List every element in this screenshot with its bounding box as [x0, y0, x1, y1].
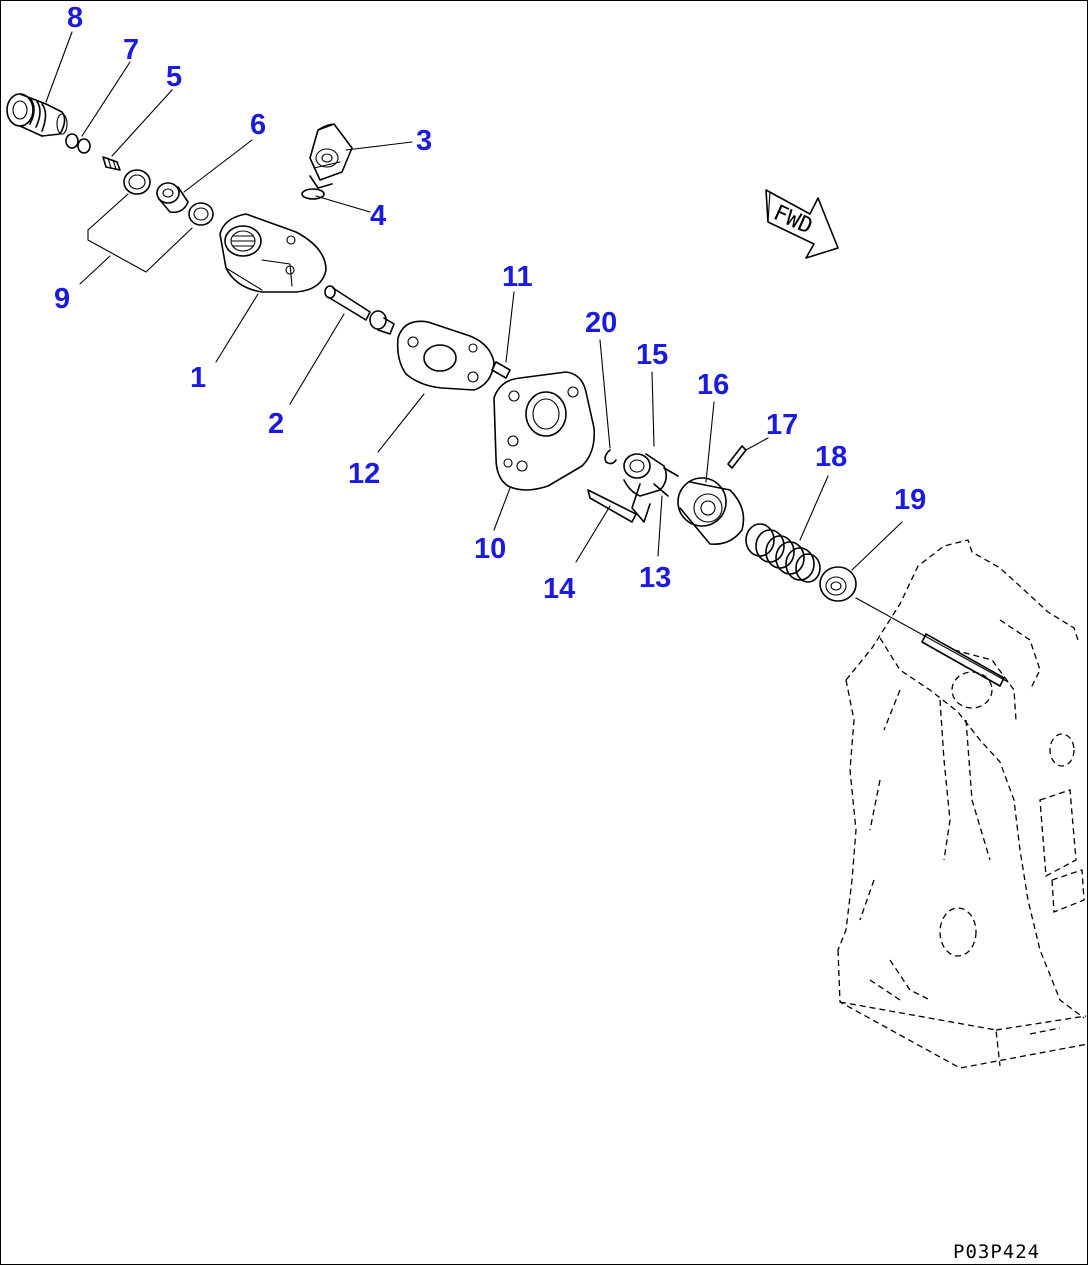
callout-4: 4: [370, 200, 386, 232]
engine-housing: [837, 539, 1089, 1069]
callout-19: 19: [894, 484, 926, 516]
part-11-pin: [491, 361, 511, 379]
part-14-pin: [587, 489, 637, 523]
part-12-gasket: [396, 320, 495, 391]
callout-18: 18: [815, 441, 847, 473]
part-10-plate: [493, 371, 596, 491]
callout-10: 10: [474, 533, 506, 565]
part-8-fitting: [6, 93, 68, 137]
callout-6: 6: [250, 109, 266, 141]
part-6-plug: [156, 182, 189, 214]
callout-9: 9: [54, 283, 70, 315]
part-2-spool: [324, 285, 395, 335]
callout-labels: 8 7 5 6 3 4 9 1 2 12 11 10 20 15 16 17 1…: [54, 2, 926, 605]
part-4-oring: [301, 188, 325, 200]
reference-code: P03P424: [953, 1241, 1040, 1263]
callout-13: 13: [639, 562, 671, 594]
fwd-direction-arrow: FWD: [765, 189, 839, 259]
callout-12: 12: [348, 458, 380, 490]
callout-5: 5: [166, 61, 182, 93]
part-19-seat: [819, 566, 857, 602]
part-3-elbow: [309, 123, 353, 189]
part-17-spring-pin: [727, 445, 747, 469]
callout-14: 14: [543, 573, 575, 605]
part-5-nipple: [102, 156, 121, 171]
callout-16: 16: [697, 369, 729, 401]
part-18-spring: [745, 523, 821, 583]
leader-lines: [45, 31, 903, 571]
callout-3: 3: [416, 125, 432, 157]
part-16-cap: [677, 477, 745, 546]
assembly-axis: [855, 597, 1009, 687]
callout-11: 11: [502, 261, 533, 293]
fwd-label: FWD: [770, 201, 816, 240]
callout-8: 8: [67, 2, 83, 34]
callout-2: 2: [268, 408, 284, 440]
part-1-valve-body: [219, 213, 327, 293]
part-20-snap-ring: [604, 449, 617, 465]
callout-7: 7: [123, 34, 139, 66]
part-9-washers: [123, 169, 214, 226]
callout-20: 20: [585, 307, 617, 339]
part-13-shaft: [653, 483, 669, 497]
callout-15: 15: [636, 339, 668, 371]
part-7-oring: [65, 133, 91, 154]
callout-1: 1: [190, 362, 206, 394]
callout-17: 17: [766, 409, 798, 441]
